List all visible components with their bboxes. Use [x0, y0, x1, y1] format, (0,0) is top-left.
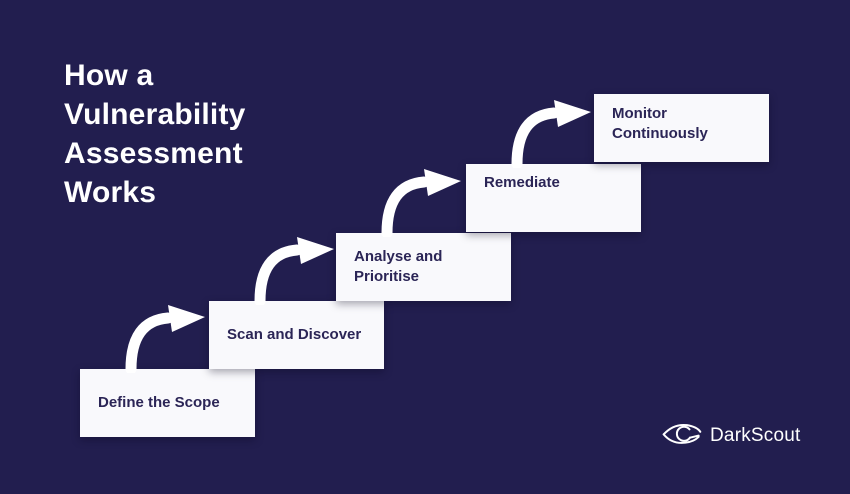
step-label: Remediate — [484, 174, 560, 191]
curved-up-right-arrow-icon — [508, 100, 596, 170]
step-label: Scan and Discover — [227, 326, 362, 343]
step-label: Define the Scope — [98, 394, 220, 411]
step-box-monitor-continuously: Monitor Continuously — [594, 94, 769, 162]
step-box-analyse-prioritise: Analyse and Prioritise — [336, 233, 511, 301]
curved-up-right-arrow-icon — [378, 169, 466, 239]
brand-name: DarkScout — [710, 425, 801, 446]
eye-orbit-icon — [662, 420, 702, 452]
title-line-3: Assessment — [64, 137, 243, 170]
title-line-2: Vulnerability — [64, 98, 246, 131]
step-box-scan-discover: Scan and Discover — [209, 301, 384, 369]
title-line-1: How a — [64, 59, 154, 92]
step-label: Analyse and Prioritise — [354, 248, 443, 285]
brand-logo: DarkScout — [662, 420, 801, 452]
step-box-define-scope: Define the Scope — [80, 369, 255, 437]
step-label: Monitor Continuously — [612, 105, 708, 142]
title-line-4: Works — [64, 176, 157, 209]
curved-up-right-arrow-icon — [251, 237, 339, 307]
step-box-remediate: Remediate — [466, 164, 641, 232]
page-title: How a Vulnerability Assessment Works — [64, 56, 246, 212]
curved-up-right-arrow-icon — [122, 305, 210, 375]
